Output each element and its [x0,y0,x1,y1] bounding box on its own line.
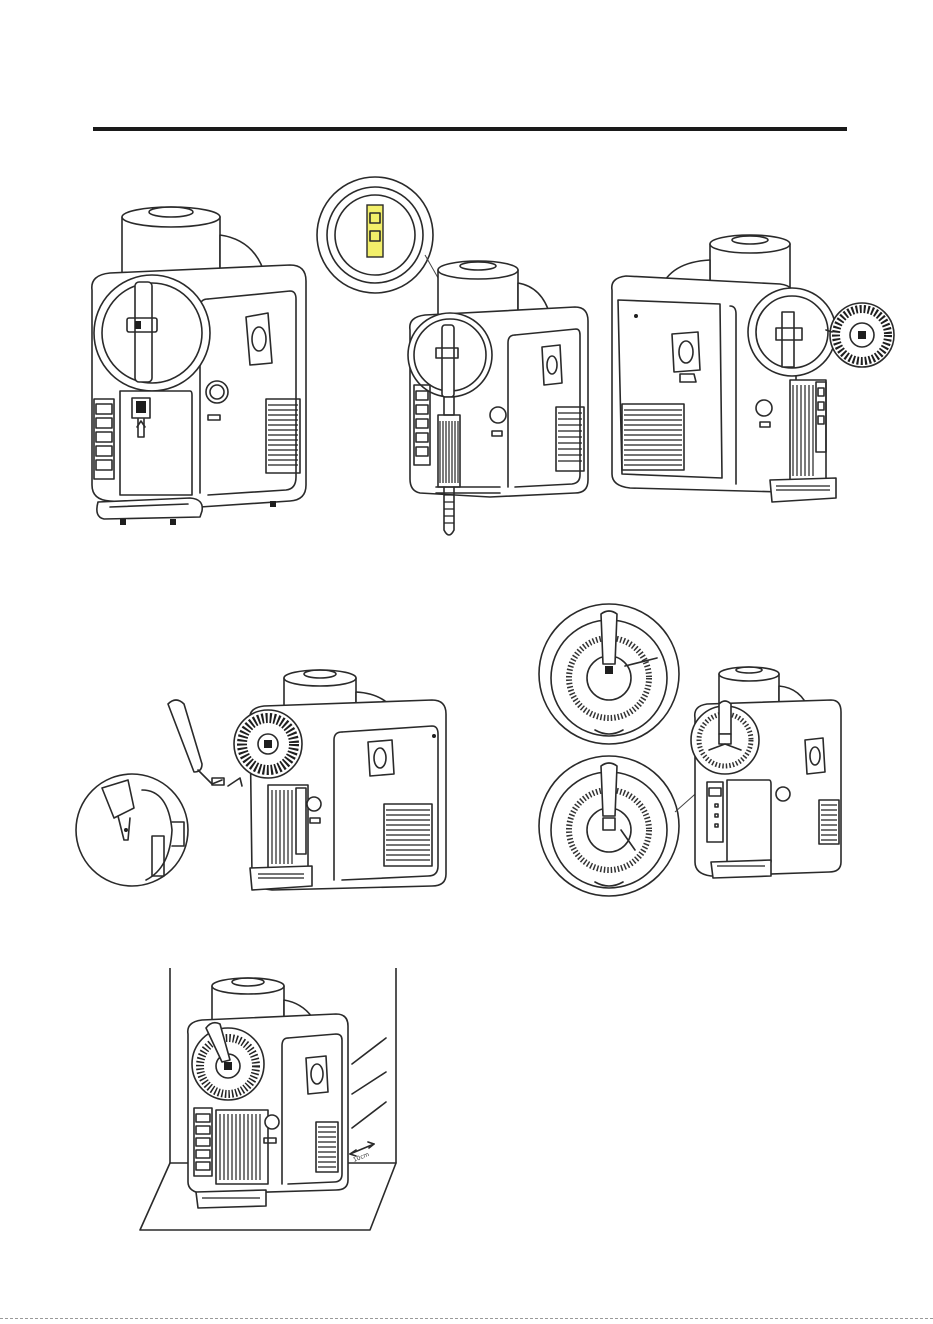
slush-machine-auger-removed-icon [600,230,900,510]
clearance-label: 10cm [352,1151,370,1164]
slush-machine-front-icon [80,195,320,530]
header-rule [93,127,847,131]
fig-handle-removal [72,640,462,895]
auger-disc-icon [830,303,894,367]
page-bottom-edge [0,1318,933,1319]
fig-rear-auger [600,230,900,510]
fig-front-view [80,195,320,530]
slush-machine-auger-detail-icon [535,600,855,900]
fig-level-check [310,175,600,545]
fig-placement: 10cm [138,968,408,1233]
fig-auger-detail [535,600,855,900]
slush-machine-placement-icon: 10cm [138,968,408,1233]
slush-machine-handle-icon [72,640,462,895]
slush-machine-level-tool-icon [310,175,600,545]
